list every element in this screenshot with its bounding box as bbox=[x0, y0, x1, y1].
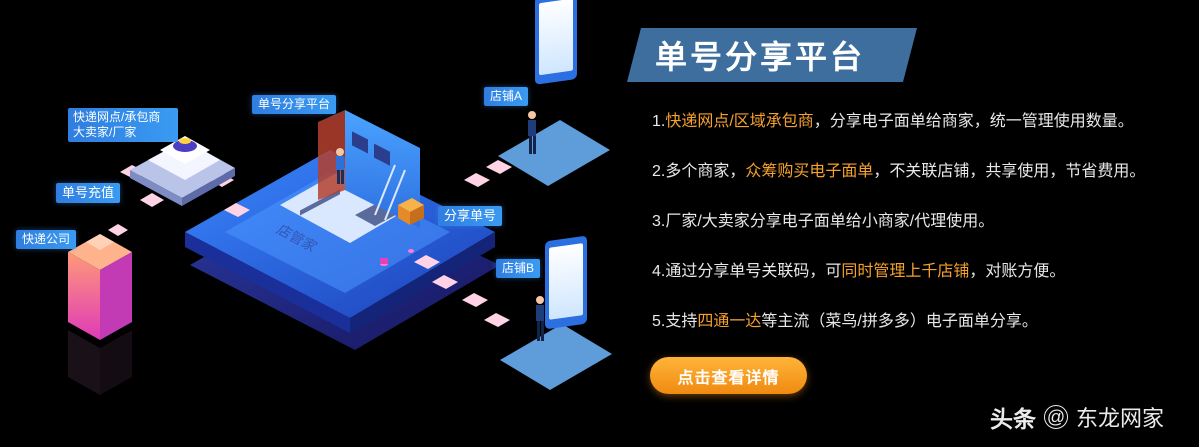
page-title: 单号分享平台 bbox=[655, 39, 866, 75]
title-banner: 单号分享平台 bbox=[627, 28, 917, 82]
screen-tile-1 bbox=[352, 131, 368, 154]
illustration-graphic bbox=[68, 0, 612, 395]
person-on-platform bbox=[336, 148, 344, 156]
watermark-brand: 头条 bbox=[990, 406, 1036, 432]
box-orange bbox=[398, 198, 424, 212]
label-recharge: 单号充值 bbox=[56, 183, 121, 204]
platform-document bbox=[280, 168, 415, 243]
isometric-illustration: 快递网点/承包商 大卖家/厂家 单号分享平台 店铺A 店铺B 单号充值 快递公司… bbox=[16, 0, 612, 395]
view-details-button[interactable]: 点击查看详情 bbox=[650, 357, 807, 394]
label-courier: 快递公司 bbox=[16, 230, 77, 249]
label-store-a: 店铺A bbox=[484, 87, 529, 106]
label-store-b: 店铺B bbox=[496, 259, 541, 278]
at-icon: @ bbox=[1044, 405, 1068, 429]
label-platform: 单号分享平台 bbox=[252, 95, 337, 114]
label-top-left: 快递网点/承包商 大卖家/厂家 bbox=[68, 108, 178, 142]
feature-item-2: 2.多个商家，众筹购买电子面单，不关联店铺，共享使用，节省费用。 bbox=[652, 163, 1146, 180]
store-a-phone-group bbox=[498, 0, 610, 186]
platform-base-side-left bbox=[185, 232, 350, 333]
courier-tower bbox=[68, 234, 132, 395]
feature-item-5: 5.支持四通一达等主流（菜鸟/拼多多）电子面单分享。 bbox=[652, 313, 1038, 330]
label-share-no: 分享单号 bbox=[438, 206, 503, 227]
watermark: 头条 @ 东龙网家 bbox=[990, 400, 1164, 434]
warehouse-cluster bbox=[130, 136, 235, 206]
doc-line-1 bbox=[300, 189, 340, 216]
feature-list: 1.快递网点/区域承包商，分享电子面单给商家，统一管理使用数量。 2.多个商家，… bbox=[652, 110, 1197, 360]
ladder bbox=[374, 164, 396, 216]
platform-base-side-right bbox=[350, 232, 495, 333]
watermark-handle: 东龙网家 bbox=[1076, 406, 1165, 431]
screen-tile-2 bbox=[374, 143, 390, 166]
feature-item-1: 1.快递网点/区域承包商，分享电子面单给商家，统一管理使用数量。 bbox=[652, 113, 1134, 130]
feature-item-3: 3.厂家/大卖家分享电子面单给小商家/代理使用。 bbox=[652, 213, 995, 230]
feature-item-4: 4.通过分享单号关联码，可同时管理上千店铺，对账方便。 bbox=[652, 263, 1066, 280]
store-b-phone-group bbox=[500, 236, 612, 390]
